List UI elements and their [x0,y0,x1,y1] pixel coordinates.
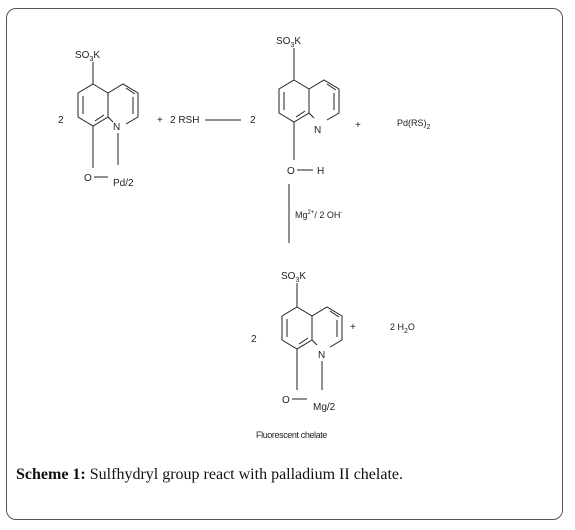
oxine-molecule: 2 SO3K N O H [250,36,340,177]
reactant-o-label: O [84,173,92,184]
oxine-coefficient: 2 [250,115,256,126]
conditions-label: Mg [295,210,308,220]
plus-sign-3: + [350,322,356,333]
oxine-n-label: N [314,125,321,136]
reactant-pd-label: Pd/2 [113,178,134,189]
caption-label: Scheme 1: [16,466,86,483]
reactant-so3k-label: SO [75,50,90,61]
plus-sign-2: + [355,120,361,131]
figure-caption: Scheme 1: Sulfhydryl group react with pa… [16,466,556,484]
chelate-mg-label: Mg/2 [313,402,336,413]
plus-sign-1: + [157,115,163,126]
oxine-so3k-label: SO [276,36,291,47]
svg-text:SO3K: SO3K [75,50,100,63]
caption-text: Sulfhydryl group react with palladium II… [85,466,403,483]
water-label: 2 H [390,322,404,332]
oxine-h-label: H [317,166,324,177]
pd-rs2-label: Pd(RS) [397,118,427,128]
reactant-coefficient: 2 [58,115,64,126]
svg-text:2 H2O: 2 H2O [390,322,415,335]
chelate-coefficient: 2 [251,334,257,345]
svg-text:SO3K: SO3K [281,271,306,284]
chelate-n-label: N [318,350,325,361]
reactant-molecule: SO3K N O Pd/2 2 [58,50,139,189]
svg-text:SO3K: SO3K [276,36,301,49]
chelate-o-label: O [282,395,290,406]
oxine-o-label: O [287,166,295,177]
chelate-name: Fluorescent chelate [256,430,327,440]
reactant-n-label: N [113,122,120,133]
rsh-label: 2 RSH [170,115,199,126]
chelate-molecule: 2 SO3K N O Mg/2 Fluorescent chelate [251,271,343,440]
chelate-so3k-label: SO [281,271,296,282]
svg-text:Pd(RS)2: Pd(RS)2 [397,118,431,131]
svg-text:Mg2+/ 2 OH-: Mg2+/ 2 OH- [295,210,342,220]
